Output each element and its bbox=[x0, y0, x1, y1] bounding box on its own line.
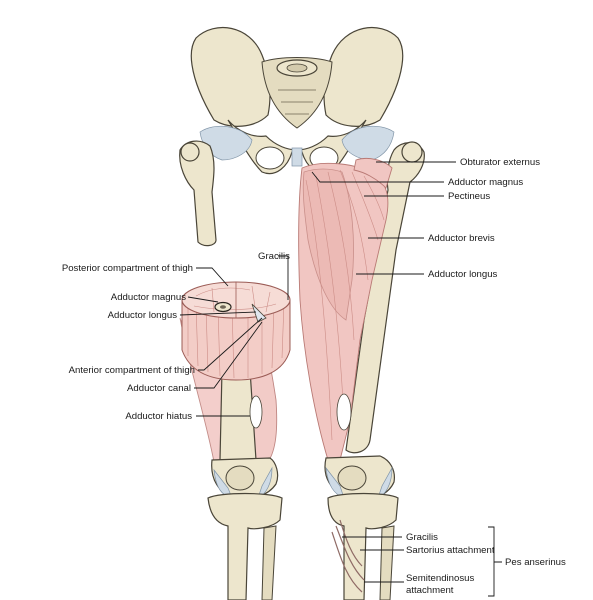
leader-adductor-longus-left bbox=[179, 311, 257, 316]
label-obturator-externus: Obturator externus bbox=[460, 157, 540, 168]
left-knee-lower-leg bbox=[207, 457, 283, 600]
label-adductor-magnus-right: Adductor magnus bbox=[448, 177, 523, 188]
label-adductor-longus-right: Adductor longus bbox=[428, 269, 498, 280]
pelvis bbox=[190, 26, 404, 175]
label-adductor-longus-left: Adductor longus bbox=[108, 310, 178, 321]
pes-anserinus-bracket bbox=[488, 526, 502, 597]
label-adductor-hiatus: Adductor hiatus bbox=[125, 411, 192, 422]
leader-posterior-compartment bbox=[196, 267, 229, 287]
leader-gracilis-top bbox=[278, 255, 289, 300]
leader-adductor-canal bbox=[194, 321, 263, 389]
left-upper-femur bbox=[179, 140, 217, 247]
right-leg bbox=[298, 141, 425, 600]
leader-adductor-magnus-right bbox=[311, 171, 444, 183]
label-pes-anserinus: Pes anserinus bbox=[505, 557, 566, 568]
leader-anterior-compartment bbox=[198, 317, 263, 371]
label-adductor-canal: Adductor canal bbox=[127, 383, 191, 394]
label-gracilis-top: Gracilis bbox=[258, 251, 290, 262]
label-semitendinosus-line2: attachment bbox=[406, 585, 454, 596]
label-pectineus: Pectineus bbox=[448, 191, 490, 202]
label-semitendinosus-line1: Semitendinosus bbox=[406, 573, 474, 584]
leader-lines bbox=[179, 161, 502, 597]
label-anterior-compartment: Anterior compartment of thigh bbox=[69, 365, 195, 376]
left-thigh-cross-section bbox=[179, 281, 291, 463]
label-adductor-brevis: Adductor brevis bbox=[428, 233, 495, 244]
label-gracilis-bottom: Gracilis bbox=[406, 532, 438, 543]
label-adductor-magnus-left: Adductor magnus bbox=[111, 292, 186, 303]
label-posterior-compartment: Posterior compartment of thigh bbox=[62, 263, 193, 274]
labels: Obturator externus Adductor magnus Pecti… bbox=[62, 157, 566, 596]
leader-adductor-magnus-left bbox=[187, 296, 219, 303]
label-sartorius-attachment: Sartorius attachment bbox=[406, 545, 495, 556]
